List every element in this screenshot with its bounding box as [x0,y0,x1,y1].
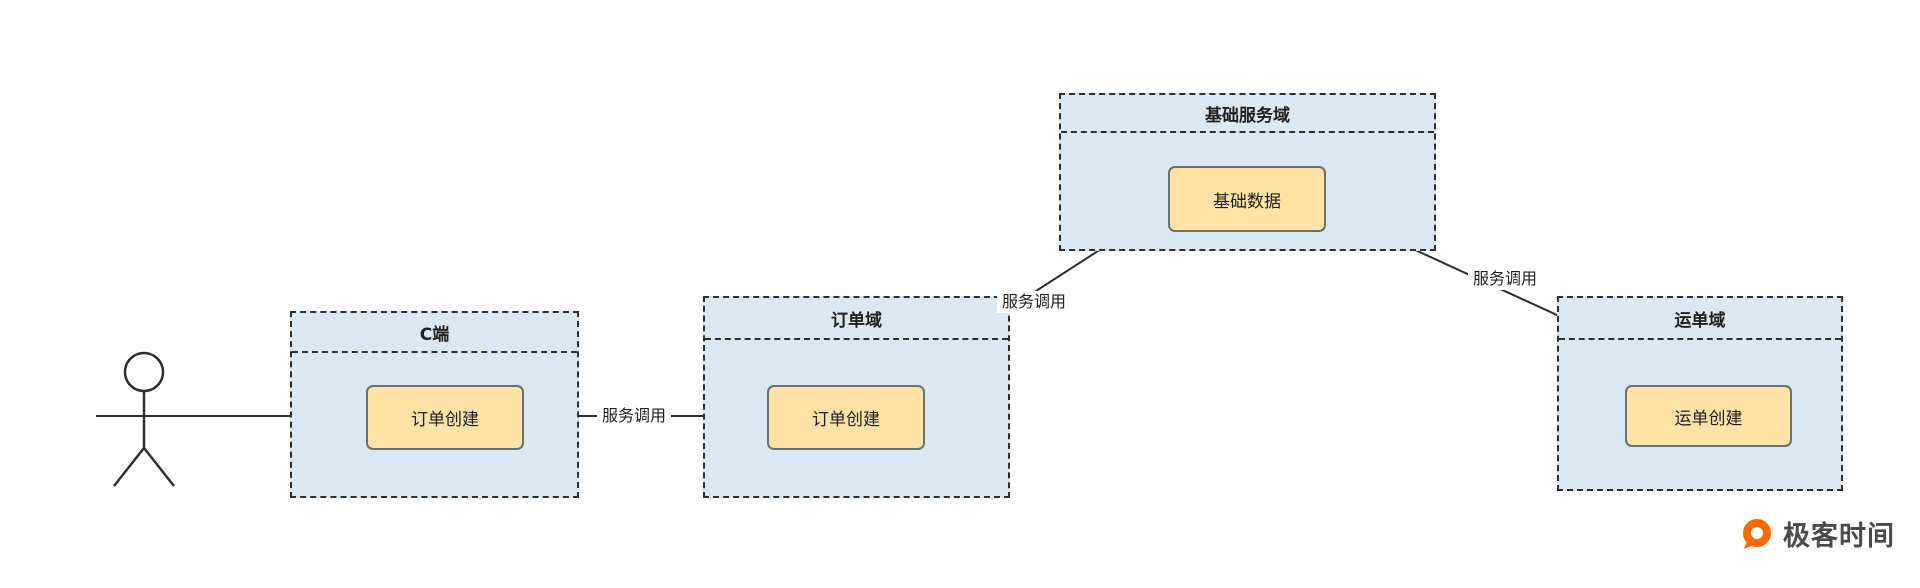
container-waybill-domain-title: 运单域 [1559,298,1841,340]
edge-label-service-call-client-order: 服务调用 [597,405,672,427]
container-waybill-domain: 运单域 运单创建 [1557,296,1843,491]
geektime-logo-text: 极客时间 [1783,521,1895,552]
container-c-side: C端 订单创建 [290,311,579,498]
node-order-create-domain: 订单创建 [767,385,925,450]
geektime-logo-icon [1743,518,1771,549]
edge-label-service-call-waybill-base: 服务调用 [1468,268,1543,290]
node-order-create-client: 订单创建 [366,385,524,450]
actor-person-icon [113,351,175,487]
node-base-data: 基础数据 [1168,166,1326,232]
container-base-service-domain-title: 基础服务域 [1061,95,1434,133]
container-c-side-title: C端 [292,313,577,353]
container-base-service-domain: 基础服务域 基础数据 [1059,93,1436,251]
edge-label-service-call-order-base: 服务调用 [997,291,1072,313]
node-waybill-create: 运单创建 [1625,385,1792,447]
geektime-logo: 极客时间 [1740,514,1895,553]
container-order-domain: 订单域 订单创建 [703,296,1010,498]
container-order-domain-title: 订单域 [705,298,1008,340]
